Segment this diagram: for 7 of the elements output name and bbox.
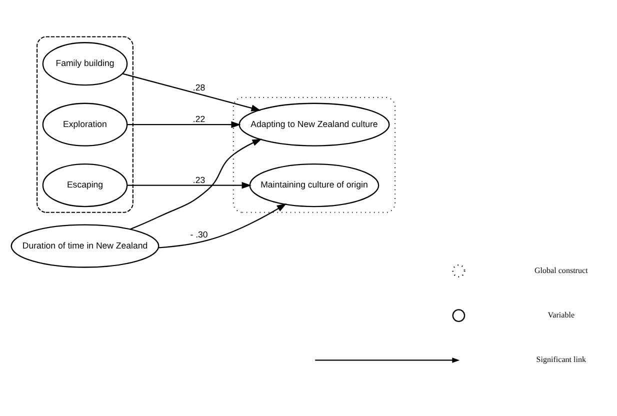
- legend-label: Variable: [548, 310, 575, 320]
- legend-label: Global construct: [534, 266, 588, 275]
- edge-label: .23: [192, 174, 206, 185]
- edge-label: - .30: [190, 230, 208, 240]
- edge-label: .22: [192, 114, 206, 124]
- edge-label: .28: [192, 82, 206, 93]
- legend-label: Significant link: [536, 355, 586, 364]
